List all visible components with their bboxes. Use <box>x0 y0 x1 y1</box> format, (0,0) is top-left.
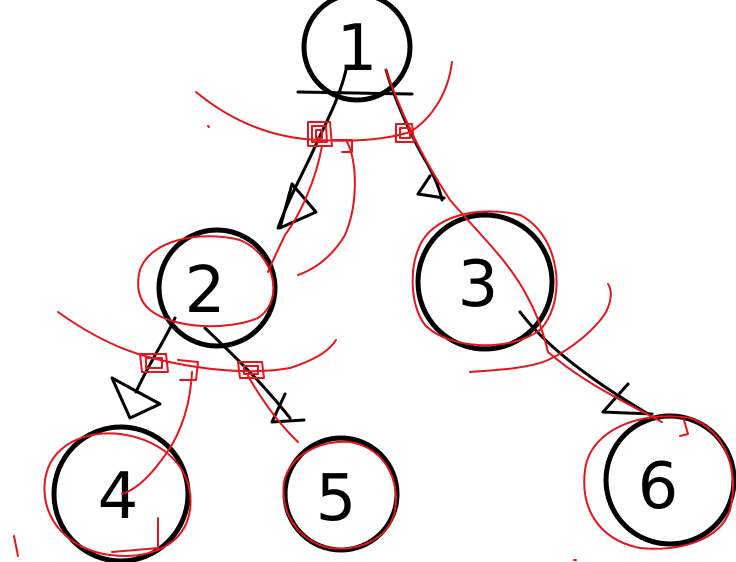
edge-2-4-arrowhead <box>110 376 162 420</box>
tree-node-4: 4 <box>51 424 191 562</box>
red-hook-root <box>297 139 356 276</box>
edge-2-5-arrowhead <box>270 392 306 424</box>
red-tick-node-4 <box>111 517 159 553</box>
node-label: 6 <box>638 450 679 524</box>
red-stray-mark-left <box>13 535 19 557</box>
node-circle <box>415 212 555 352</box>
red-circle-node-5 <box>282 440 397 550</box>
red-path-root-to-3-6 <box>385 69 663 423</box>
edge-1-2-arrowhead <box>278 182 318 230</box>
red-marker-root-left <box>307 121 353 153</box>
edge-1-3-arrowhead <box>416 174 446 200</box>
red-marker-root-right <box>395 123 415 143</box>
red-path-root-to-2 <box>267 145 323 273</box>
red-path-to-5 <box>247 375 299 443</box>
node-circle <box>301 0 413 103</box>
red-tick-node-6 <box>679 419 689 437</box>
tree-nodes: 1 2 3 4 5 6 <box>51 0 736 562</box>
red-marker-node-2-left <box>139 353 199 381</box>
node-circle <box>156 227 278 349</box>
red-path-to-4 <box>121 371 193 495</box>
edge-3-6-arrowhead <box>601 382 654 416</box>
tree-node-3: 3 <box>415 212 555 352</box>
node-label: 3 <box>458 248 499 322</box>
red-arc-node-3 <box>469 283 612 373</box>
node-label: 1 <box>337 12 378 86</box>
edge-3-6 <box>518 310 652 417</box>
red-circle-node-4 <box>43 432 192 557</box>
red-circle-node-3 <box>411 210 558 347</box>
red-annotations <box>13 61 735 561</box>
red-marker-node-2-right <box>237 361 265 379</box>
node-label: 4 <box>98 460 139 534</box>
tree-node-2: 2 <box>156 227 278 349</box>
tree-node-1: 1 <box>301 0 413 103</box>
tree-node-5: 5 <box>282 435 400 553</box>
node-circle <box>282 435 400 553</box>
root-underline <box>296 90 414 96</box>
root-arc <box>195 61 453 142</box>
red-circle-node-6 <box>583 415 735 550</box>
red-arc-node-2 <box>57 311 337 373</box>
node-circle <box>51 424 191 562</box>
red-stray-mark-dot <box>207 125 210 128</box>
node-label: 5 <box>316 462 357 536</box>
red-circle-node-2 <box>137 235 275 328</box>
node-label: 2 <box>185 254 226 328</box>
